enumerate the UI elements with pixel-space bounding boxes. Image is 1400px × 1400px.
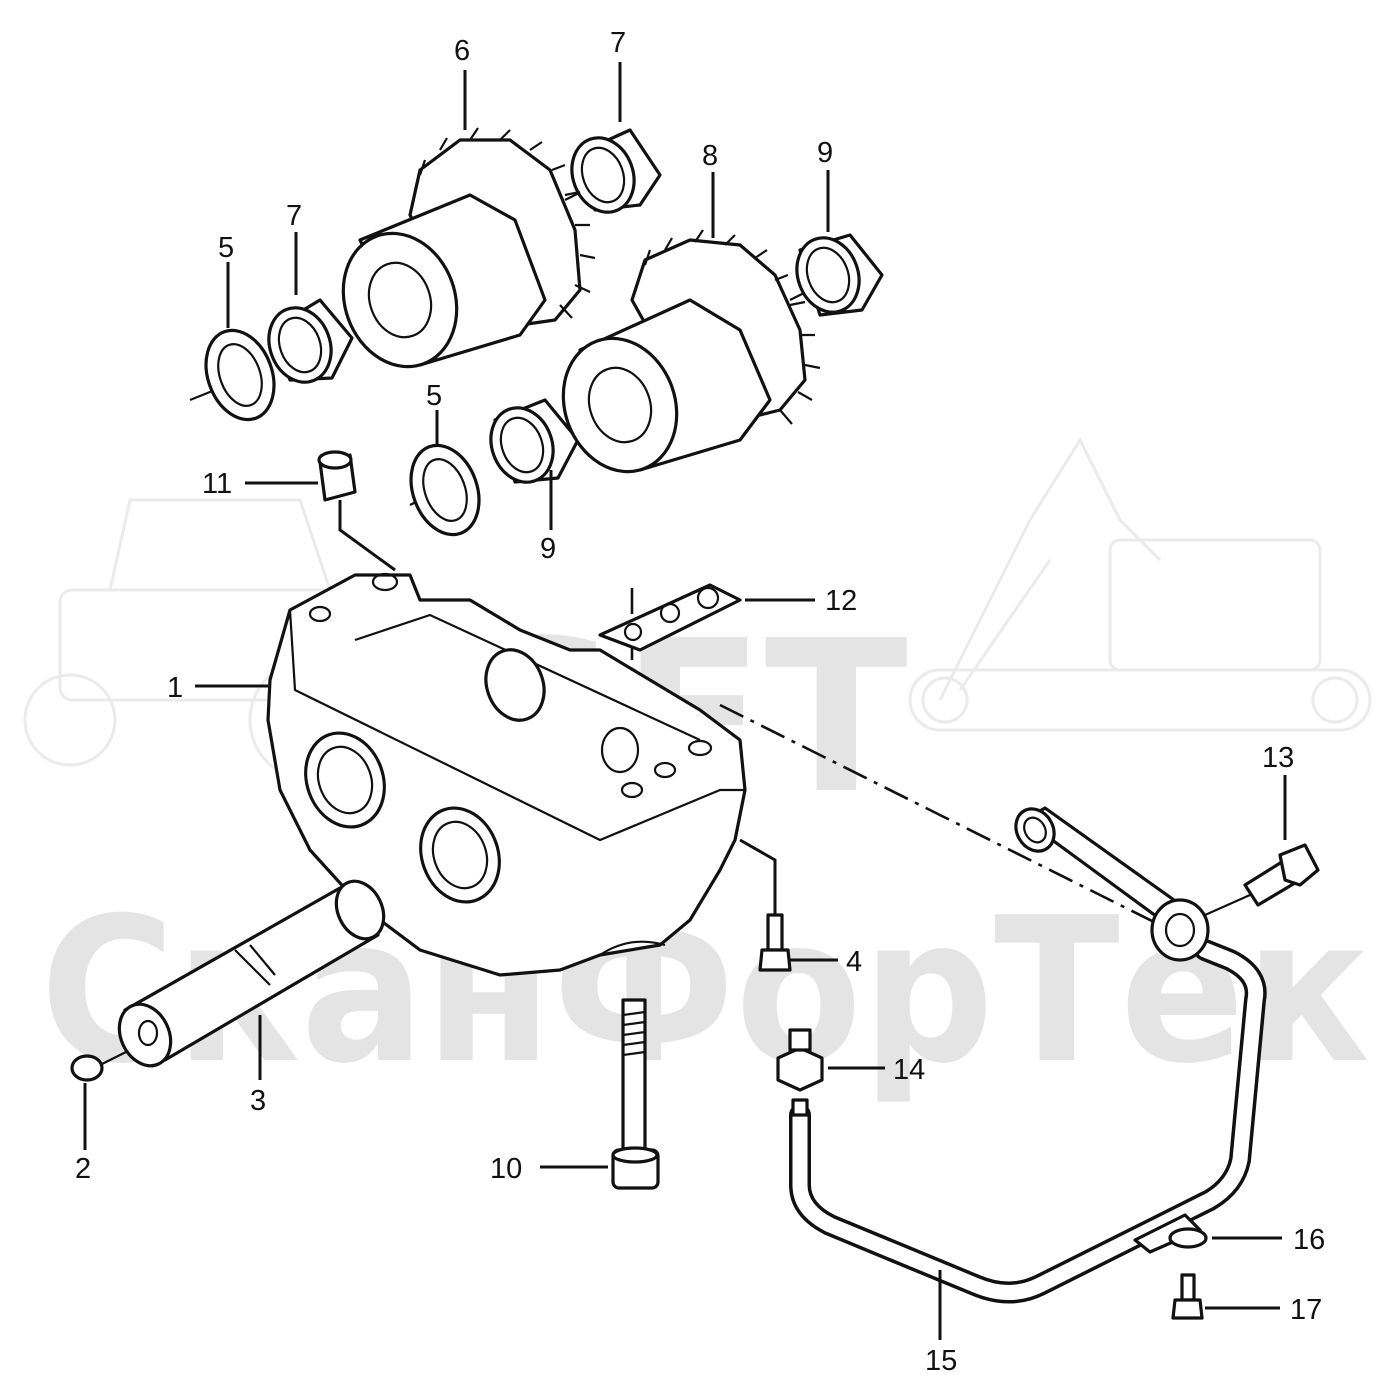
bushing-7-right: [570, 128, 662, 214]
clip-16: [1133, 1213, 1208, 1254]
callout-10: 10: [490, 1153, 522, 1185]
callout-9-lower: 9: [540, 533, 556, 565]
bushing-9-upper: [795, 233, 884, 317]
callout-9-upper: 9: [817, 137, 833, 169]
callout-12: 12: [825, 585, 857, 617]
dowel-11: [317, 450, 357, 502]
callout-15: 15: [925, 1345, 957, 1377]
screw-17: [1171, 1273, 1204, 1320]
callout-3: 3: [250, 1085, 266, 1117]
callout-2: 2: [75, 1153, 91, 1185]
banjo-bolt-13: [1243, 843, 1320, 907]
washer-5-lower: [409, 443, 481, 537]
pipe-15: [789, 806, 1267, 1304]
callout-labels: 6 7 7 5 8 9 5 9 11 12 1 4 13 14 2 3 10 1…: [75, 27, 1325, 1377]
fitting-14: [776, 1028, 824, 1117]
leader-lines: [83, 62, 1287, 1340]
callout-5-lower: 5: [426, 380, 442, 412]
gear-8: [561, 229, 821, 474]
bushing-7-left: [267, 298, 354, 384]
callout-5-upper: 5: [218, 232, 234, 264]
gear-6: [341, 127, 596, 369]
watermark: SFT СканФорТек: [23, 436, 1372, 1108]
callout-11: 11: [202, 468, 232, 500]
callout-4: 4: [846, 946, 862, 978]
ring-2: [70, 1054, 104, 1082]
callout-1: 1: [167, 672, 183, 704]
plate-12: [598, 583, 742, 652]
washer-5-upper: [204, 328, 276, 422]
callout-14: 14: [893, 1054, 925, 1086]
callout-7-left: 7: [286, 200, 302, 232]
callout-6: 6: [454, 35, 470, 67]
callout-16: 16: [1293, 1224, 1325, 1256]
pin-3: [117, 879, 386, 1068]
excavator-icon: [908, 436, 1372, 732]
bushing-9-lower: [489, 398, 580, 484]
callout-8: 8: [702, 140, 718, 172]
callout-7-right: 7: [610, 27, 626, 59]
callout-13: 13: [1262, 742, 1294, 774]
housing-1: [266, 572, 747, 977]
callout-17: 17: [1290, 1294, 1322, 1326]
bolt-10: [611, 998, 660, 1190]
